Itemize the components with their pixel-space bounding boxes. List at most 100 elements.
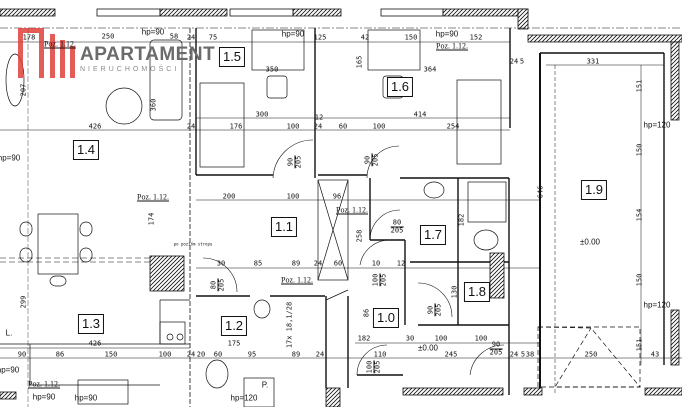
dimension: 43 — [650, 350, 660, 359]
room-label-1-8: 1.8 — [463, 282, 491, 302]
dimension: 426 — [88, 339, 102, 348]
dimension: 258 — [355, 229, 364, 243]
dimension: 364 — [423, 65, 437, 74]
position-note: Poz. 1.12. — [436, 41, 468, 51]
room-label-1-5: 1.5 — [218, 47, 246, 67]
dimension-lines — [0, 28, 682, 407]
room-label-1-4: 1.4 — [72, 140, 100, 160]
dimension: 86 — [55, 350, 65, 359]
dimension: 86 — [362, 308, 371, 318]
dimension: 100 — [158, 350, 172, 359]
sill-height: hp=90 — [281, 29, 305, 39]
dimension: 38 — [525, 350, 535, 359]
dimension: 175 — [227, 339, 241, 348]
dimension: 150 — [635, 143, 644, 157]
dimension: 182 — [357, 334, 371, 343]
dimension: 299 — [19, 295, 28, 309]
dimension: 12 — [396, 259, 406, 268]
dimension: 89 — [291, 259, 301, 268]
dimension: 151 — [635, 79, 644, 93]
dimension: 24 — [186, 350, 196, 359]
dimension: 100 — [286, 122, 300, 131]
logo-mark — [18, 28, 75, 78]
wc-label: P. — [261, 380, 269, 390]
dimension: 58 — [169, 32, 179, 41]
dimension: 30 — [216, 259, 226, 268]
dimension: 152 — [469, 33, 483, 42]
position-note: Poz. 1.12. — [44, 39, 76, 49]
sill-height: hp=90 — [435, 29, 459, 39]
dimension: 646 — [536, 185, 545, 199]
dimension: 100 — [372, 122, 386, 131]
dimension: 24 — [186, 33, 196, 42]
sill-height: hp=90 — [141, 27, 165, 37]
dimension: 100 — [434, 334, 448, 343]
logo-name: APARTAMENT — [80, 44, 216, 65]
position-note: Poz. 1.12. — [281, 275, 313, 285]
dimension: 30 — [405, 334, 415, 343]
dimension: 254 — [446, 122, 460, 131]
room-label-1-7: 1.7 — [419, 225, 447, 245]
dimension: 207 — [19, 83, 28, 97]
dimension: 24 — [509, 57, 519, 66]
dimension: 60 — [213, 350, 223, 359]
vent-note: po pozióm stropu — [173, 241, 213, 247]
dimension: 90 — [17, 350, 27, 359]
dimension: 182 — [457, 213, 466, 227]
dimension: 20 — [196, 350, 206, 359]
dimension: 150 — [635, 273, 644, 287]
stairs-label: 17x 18,1/28 — [285, 301, 294, 349]
sill-height: hp=120 — [643, 120, 671, 130]
dimension: 24 — [186, 122, 196, 131]
doors — [202, 139, 505, 376]
dimension: 154 — [635, 208, 644, 222]
position-note: Poz. 1.12. — [28, 379, 60, 389]
dimension: 174 — [147, 212, 156, 226]
room-label-1-2: 1.2 — [220, 316, 248, 336]
dimension: 165 — [355, 55, 364, 69]
dimension: 10 — [371, 259, 381, 268]
chimney — [149, 252, 505, 299]
room-label-1-9: 1.9 — [580, 180, 608, 200]
dimension: 24 — [509, 350, 519, 359]
dimension: 60 — [333, 259, 343, 268]
dimension: 24 — [313, 259, 323, 268]
dimension: 350 — [265, 65, 279, 74]
kitchen-label: L. — [5, 328, 13, 338]
sill-height: hp=120 — [230, 393, 258, 403]
position-note: Poz. 1.12. — [137, 192, 169, 202]
sill-height: hp=90 — [0, 153, 21, 163]
dimension: 85 — [253, 259, 263, 268]
level-mark: ±0.00 — [418, 343, 438, 353]
dimension: 110 — [373, 350, 387, 359]
dimension: 12 — [314, 113, 324, 122]
dimension: 42 — [360, 33, 370, 42]
room-label-1-0: 1.0 — [372, 308, 400, 328]
dimension: 426 — [88, 122, 102, 131]
position-note: Poz. 1.12. — [336, 205, 368, 215]
dimension: 300 — [255, 110, 269, 119]
sill-height: hp=90 — [74, 393, 98, 403]
walls — [0, 27, 682, 407]
dimension: 24 — [315, 350, 325, 359]
dimension: 150 — [104, 350, 118, 359]
dimension: 250 — [584, 350, 598, 359]
dimension: 245 — [444, 350, 458, 359]
room-label-1-3: 1.3 — [77, 314, 105, 334]
dimension: 250 — [101, 32, 115, 41]
level-mark: ±0.00 — [580, 237, 600, 247]
dimension: 24 — [313, 122, 323, 131]
dimension: 360 — [149, 98, 158, 112]
dimension: 150 — [404, 33, 418, 42]
room-label-1-6: 1.6 — [386, 77, 414, 97]
dimension: 176 — [229, 122, 243, 131]
dimension: 331 — [586, 57, 600, 66]
dimension: 89 — [291, 350, 301, 359]
